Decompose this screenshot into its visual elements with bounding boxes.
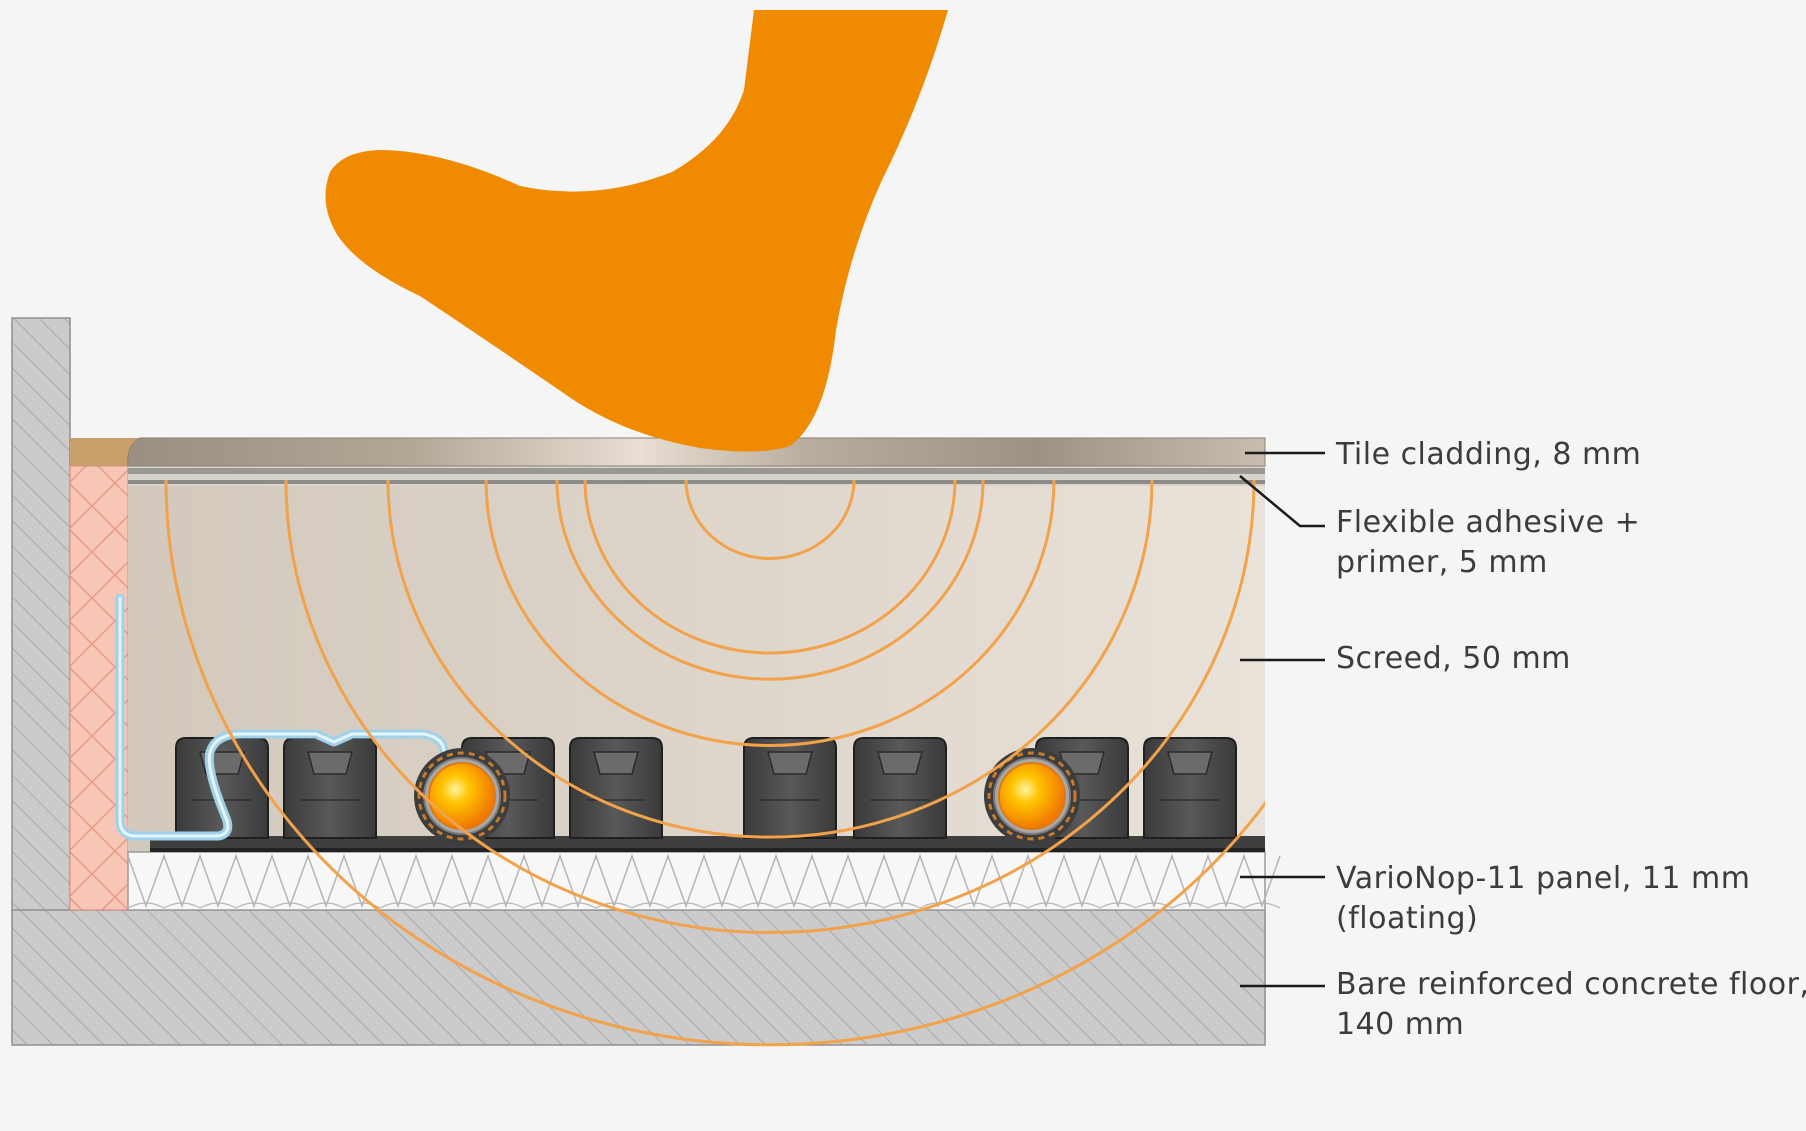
tile-cladding	[70, 437, 1266, 467]
layer-labels: Tile cladding, 8 mm Flexible adhesive + …	[1335, 437, 1806, 1042]
panel-stud	[175, 737, 269, 839]
label-adhesive-2: primer, 5 mm	[1336, 545, 1548, 580]
leader-lines	[1239, 451, 1325, 988]
foot-icon	[325, 10, 948, 452]
label-screed: Screed, 50 mm	[1336, 641, 1571, 676]
label-tile: Tile cladding, 8 mm	[1335, 437, 1641, 472]
label-panel-2: (floating)	[1336, 901, 1478, 936]
concrete-floor	[11, 909, 1266, 1046]
heating-pipe-icon	[414, 748, 1080, 844]
label-adhesive-1: Flexible adhesive +	[1336, 505, 1640, 540]
label-panel-1: VarioNop-11 panel, 11 mm	[1336, 861, 1750, 896]
adhesive-layer	[128, 466, 1265, 486]
insulation-panel	[127, 851, 1281, 911]
edge-strip	[115, 593, 450, 841]
panel-stud	[283, 737, 377, 839]
wall	[11, 317, 71, 913]
heat-wave-icon	[164, 479, 1265, 1047]
label-concrete-1: Bare reinforced concrete floor,	[1336, 967, 1806, 1002]
panel-stud	[743, 737, 837, 839]
studded-panel	[150, 737, 1265, 852]
label-concrete-2: 140 mm	[1336, 1007, 1464, 1042]
leader-adhesive	[1239, 475, 1325, 528]
panel-stud	[1143, 737, 1237, 839]
panel-stud	[853, 737, 947, 839]
panel-stud	[569, 737, 663, 839]
